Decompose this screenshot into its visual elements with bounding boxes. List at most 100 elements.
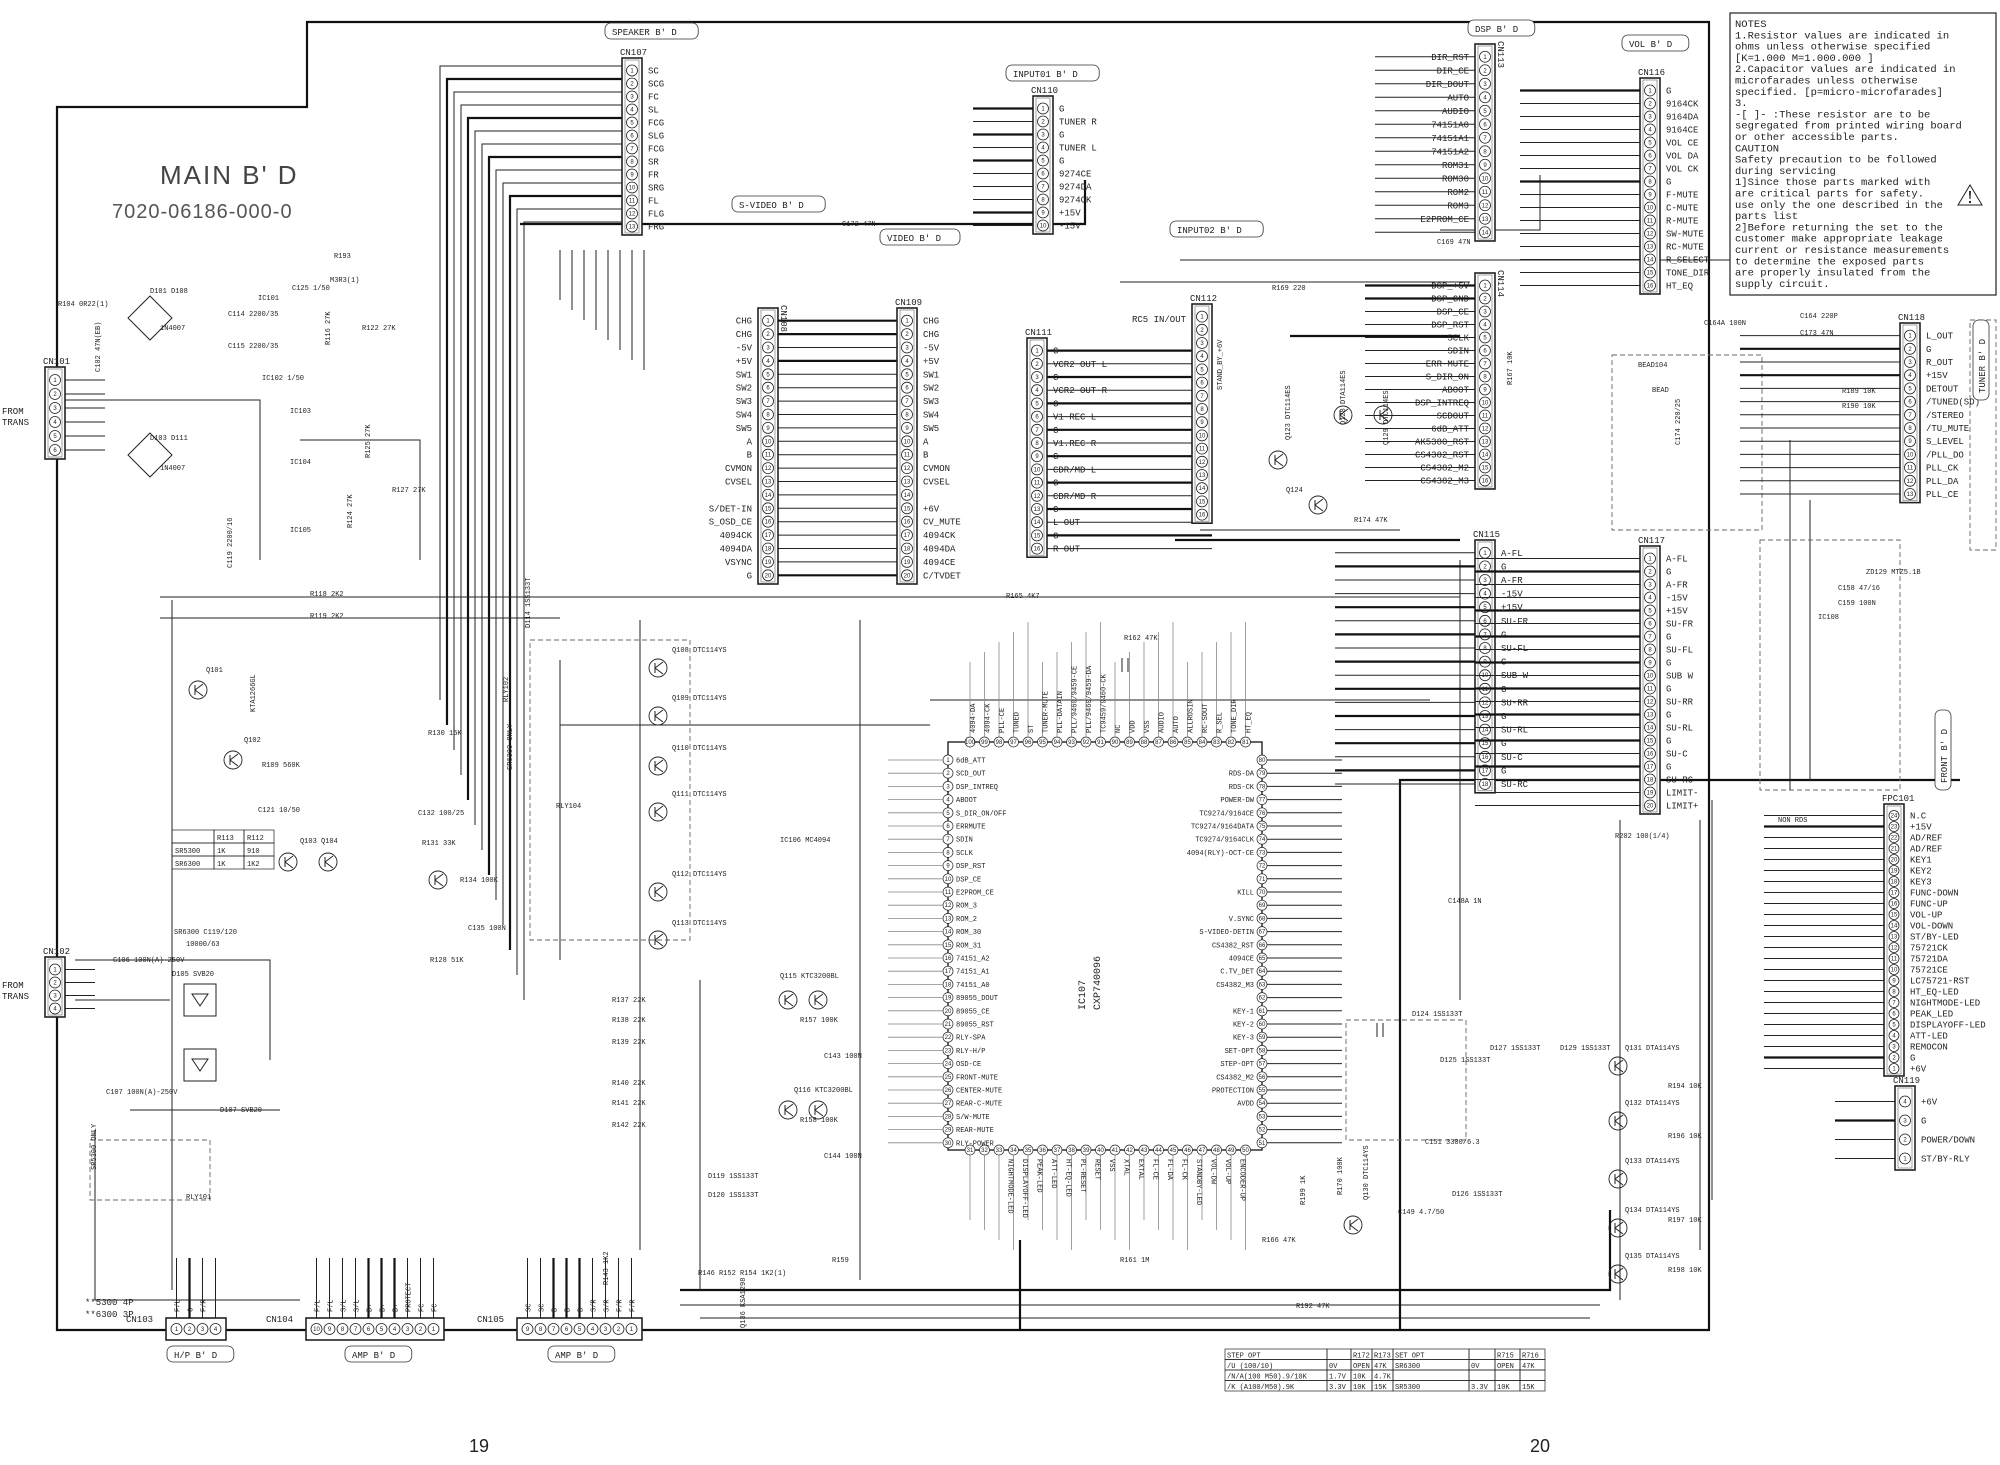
pin-label: CS4382_RST [1415,451,1470,461]
pin-number: 7 [354,1327,358,1333]
pin-number: 8 [1035,441,1039,447]
pin-number: 69 [1259,903,1266,909]
pin-number: 10 [1907,452,1914,458]
pin-label: DSP_INTREQ [1415,399,1469,409]
pin-number: 19 [1647,791,1654,797]
pin-number: 13 [629,225,636,231]
pin-label: V1 REC L [1053,413,1096,423]
pin-number: 5 [578,1327,582,1333]
pin-number: 1 [1483,55,1487,61]
pin-label: F/L [328,1299,336,1312]
table-header: R172 [1353,1353,1370,1361]
pin-label: SW-MUTE [1666,230,1704,240]
component-label: Q129 DTC114ES [1383,390,1391,445]
pin-label: VOL CK [1666,165,1699,175]
pin-number: 21 [1891,847,1898,853]
ic-pin-label: TONE_DIR [1231,699,1239,733]
pin-label: +15V [1059,209,1081,219]
pin-number: 1 [766,319,770,325]
pin-number: 9 [526,1327,530,1333]
pin-label: AD/REF [1910,834,1942,844]
pin-number: 7 [1648,167,1652,173]
pin-number: 11 [765,453,772,459]
transistor-icon [778,990,798,1010]
component-label: D119 1SS133T [708,1173,758,1181]
pin-number: 3 [1041,133,1045,139]
component-label: C174 220/25 [1675,399,1683,445]
pin-number: 5 [1483,605,1487,611]
pin-number: 18 [1891,880,1898,886]
pin-number: 17 [765,533,772,539]
pin-number: 7 [1483,136,1487,142]
pin-number: 8 [539,1327,543,1333]
pin-label: B+ [367,1304,375,1312]
pin-number: 16 [1199,513,1206,519]
pin-number: 6 [766,386,770,392]
pin-number: 12 [765,466,772,472]
transistor-icon [648,658,668,678]
pin-number: 5 [1648,609,1652,615]
pin-label: DISPLAYOFF-LED [1910,1021,1986,1031]
pin-label: G [1666,633,1671,643]
pin-label: 74151A2 [1431,147,1469,157]
pin-label: B+ [393,1304,401,1312]
pin-number: 16 [1891,902,1898,908]
ic-pin-label: R_SEL [1217,712,1225,733]
notes-line: 2.Capacitor values are indicated in [1735,64,1956,76]
ic-pin-label: RESET [1093,1159,1101,1180]
component-label: D103 D111 [150,435,188,443]
ic-pin-label: ALLROSIN [1188,699,1196,733]
pin-number: 7 [1908,413,1912,419]
pin-number: 8 [1483,375,1487,381]
component-label: Q103 Q104 [300,838,338,846]
connector-ref: CN118 [1898,313,1925,323]
pin-number: 11 [1034,481,1041,487]
ic-pin-label: FL-CK [1180,1159,1188,1181]
pin-number: 3 [201,1327,205,1333]
ic-pin-label: ROM_30 [956,929,981,937]
pin-number: 5 [1648,141,1652,147]
component-label: R124 27K [347,494,355,528]
ic-pin-label: 89055_RST [956,1022,994,1030]
pin-number: 6 [905,386,909,392]
pin-label: S_LEVEL [1926,437,1964,447]
pin-number: 38 [1068,1148,1075,1154]
pin-number: 71 [1259,877,1266,883]
ic-pin-label: RDS-DA [1229,771,1255,779]
ic-pin-label: C.TV_DET [1220,969,1254,977]
pin-number: 41 [1112,1148,1119,1154]
pin-number: 7 [946,837,950,843]
pin-number: 18 [904,547,911,553]
pin-number: 60 [1259,1022,1266,1028]
pin-number: 8 [946,850,950,856]
connector-ref: CN110 [1031,86,1058,96]
component-label: Q135 DTA114YS [1625,1253,1680,1261]
pin-label: A-FR [1501,576,1523,586]
component-label: C159 100N [1838,600,1876,608]
ic-pin-label: E2PROM_CE [956,890,994,898]
pin-number: 15 [1482,741,1489,747]
pin-number: 44 [1155,1148,1162,1154]
pin-label: +6V [1921,1098,1938,1108]
pin-label: G [1053,531,1058,541]
pin-number: 12 [904,466,911,472]
pin-number: 3 [1903,1119,1907,1125]
pin-number: 3 [766,346,770,352]
pin-number: 19 [1891,869,1898,875]
component-label: R109 560K [262,762,301,770]
pin-label: SUB W [1501,671,1529,681]
connector-ref: CN105 [477,1315,504,1325]
pin-label: VOL CE [1666,139,1698,149]
pin-number: 14 [765,493,772,499]
transistor-icon [1608,1111,1628,1131]
pin-number: 99 [981,740,988,746]
component-label: RLY101 [186,1194,211,1202]
pin-label: SW3 [923,397,939,407]
board-label-hp: H/P B' D [166,1345,235,1363]
pin-number: 50 [1242,1148,1249,1154]
pin-number: 78 [1259,784,1266,790]
pin-label: SW5 [736,424,752,434]
ic-pin-label: RLY-H/P [956,1048,985,1056]
pin-label: SLG [648,132,664,142]
